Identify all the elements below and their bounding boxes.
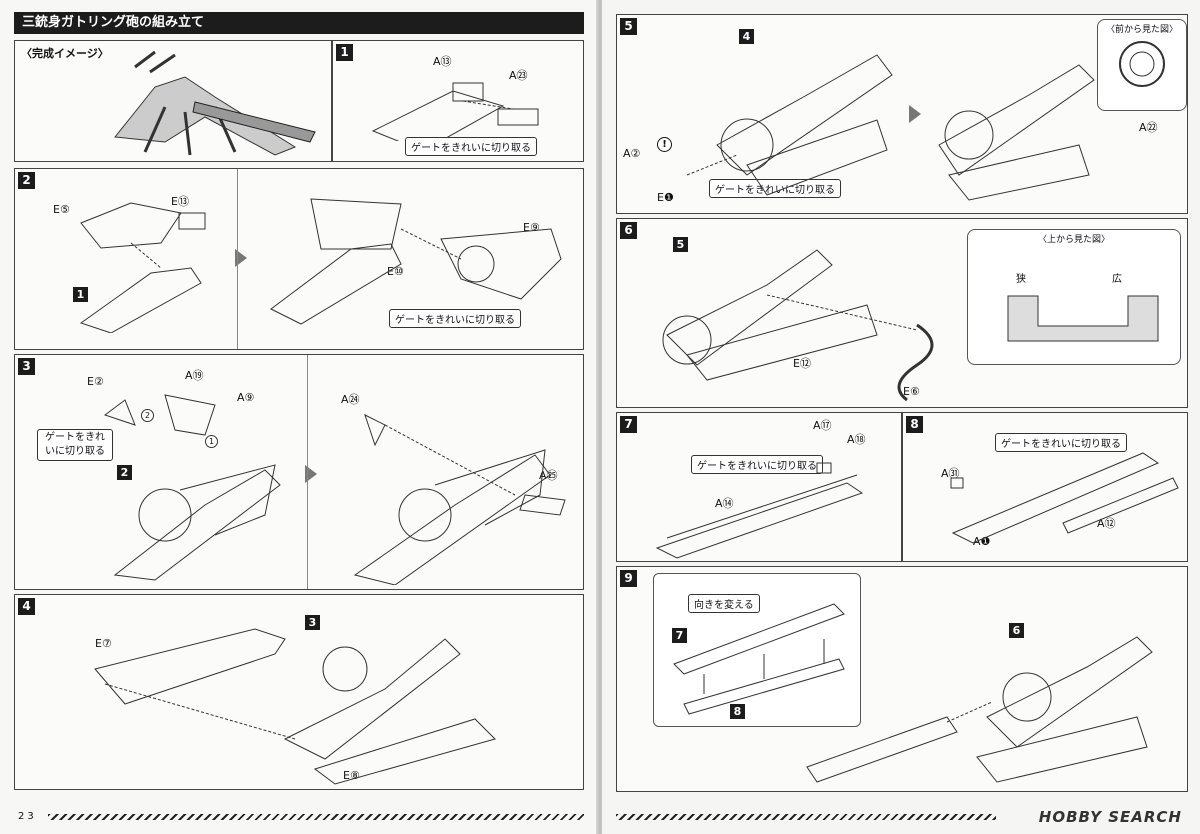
brand-watermark: HOBBY SEARCH: [1038, 808, 1182, 826]
sequence-mark-1: 2: [141, 409, 154, 422]
step-number: 4: [18, 598, 35, 615]
narrow-label: 狭: [1016, 274, 1026, 285]
left-page: 三銃身ガトリング砲の組み立て 〈完成イメージ〉 1 A⑬ A㉓ ゲートをきれいに…: [0, 0, 598, 834]
part-label-a9: A⑨: [237, 391, 255, 404]
part-label-e6: E⑥: [903, 385, 920, 398]
next-arrow: [235, 249, 247, 267]
step-number: 9: [620, 570, 637, 587]
right-page: 5 4 A② E❶ ! ゲートをきれいに切り取る 〈前から見た図〉 A㉒ 6: [602, 0, 1200, 834]
inset-title: 〈前から見た図〉: [1105, 25, 1178, 35]
part-label-e7: E⑦: [95, 637, 112, 650]
step-number: 5: [620, 18, 637, 35]
step-number: 7: [620, 416, 637, 433]
sequence-mark-2: 1: [205, 435, 218, 448]
part-label-a1: A❶: [973, 535, 991, 548]
step-7-illustration: [655, 462, 864, 559]
step-3b-illustration: [353, 414, 566, 585]
part-label-a2: A②: [623, 147, 641, 160]
next-arrow: [305, 465, 317, 483]
wide-label: 広: [1112, 274, 1122, 285]
part-label-e13: E⑬: [171, 195, 189, 208]
next-arrow: [909, 105, 921, 123]
cut-gate-note: ゲートをきれいに切り取る: [37, 429, 113, 461]
page-number: 23: [18, 811, 37, 822]
step-2b-illustration: [270, 198, 562, 325]
part-label-a13: A⑬: [433, 55, 452, 68]
sub-step-1: 1: [73, 287, 88, 302]
part-label-a23: A㉓: [509, 69, 528, 82]
step-5-panel: 5 4 A② E❶ ! ゲートをきれいに切り取る 〈前から見た図〉 A㉒: [616, 14, 1188, 214]
step-9-illustration: [806, 636, 1153, 783]
step-number: 8: [906, 416, 923, 433]
page-title: 三銃身ガトリング砲の組み立て: [14, 12, 584, 34]
sub-step-2: 2: [117, 465, 132, 480]
finished-image-panel: 〈完成イメージ〉: [14, 40, 332, 162]
sub-step-7: 7: [672, 628, 687, 643]
step-number: 6: [620, 222, 637, 239]
finished-image-label: 〈完成イメージ〉: [21, 47, 109, 60]
step-6-panel: 6 5 E⑫ E⑥ 〈上から見た図〉 狭 広: [616, 218, 1188, 408]
front-view-illustration: [1119, 41, 1165, 87]
warning-mark: !: [657, 137, 672, 152]
cut-gate-note: ゲートをきれいに切り取る: [691, 455, 823, 474]
panel-divider: [307, 355, 308, 589]
step-3a-illustration: [103, 394, 281, 581]
sub-step-6: 6: [1009, 623, 1024, 638]
part-label-e10: E⑩: [387, 265, 404, 278]
rail-assembly-illustration: [673, 603, 845, 715]
step-4-illustration: [94, 628, 496, 785]
part-label-a12: A⑫: [1097, 517, 1116, 530]
part-label-a14: A⑭: [715, 497, 734, 510]
part-label-e5: E⑤: [53, 203, 70, 216]
footer-hatch: [616, 814, 996, 820]
step-number: 1: [336, 44, 353, 61]
step-1-illustration: [371, 82, 539, 141]
panel-divider: [237, 169, 238, 349]
part-label-e2: E②: [87, 375, 104, 388]
step-8-panel: 8 ゲートをきれいに切り取る A㉛ A⑫ A❶: [902, 412, 1188, 562]
step-7-panel: 7 A⑰ A⑱ ゲートをきれいに切り取る A⑭: [616, 412, 902, 562]
part-label-a24: A㉔: [341, 393, 360, 406]
rail-assembly-inset: 向きを変える 7 8: [653, 573, 861, 727]
front-view-inset: 〈前から見た図〉: [1097, 19, 1187, 111]
step-8-illustration: [950, 452, 1179, 544]
part-label-e12: E⑫: [793, 357, 811, 370]
finished-image-illustration: [114, 50, 316, 156]
sub-step-8: 8: [730, 704, 745, 719]
cut-gate-note: ゲートをきれいに切り取る: [405, 137, 537, 156]
inset-title: 〈上から見た図〉: [1037, 235, 1110, 245]
step-2a-illustration: [79, 202, 206, 333]
top-view-illustration: [1007, 295, 1159, 342]
step-1-panel: 1 A⑬ A㉓ ゲートをきれいに切り取る: [332, 40, 584, 162]
sub-step-3: 3: [305, 615, 320, 630]
part-label-a31: A㉛: [941, 467, 960, 480]
cut-gate-note: ゲートをきれいに切り取る: [709, 179, 841, 198]
step-5a-illustration: [686, 54, 893, 196]
top-view-inset: 〈上から見た図〉 狭 広: [967, 229, 1181, 365]
cut-gate-note: ゲートをきれいに切り取る: [995, 433, 1127, 452]
page-gutter: [596, 0, 604, 834]
step-9-panel: 9 向きを変える 7 8 6: [616, 566, 1188, 792]
step-3-panel: 3 E② A⑲ A⑨ ゲートをきれいに切り取る 2 2 1 A㉔ A㉕: [14, 354, 584, 590]
change-direction-note: 向きを変える: [688, 594, 760, 613]
part-label-a18: A⑱: [847, 433, 866, 446]
footer-hatch: [48, 814, 584, 820]
sub-step-4: 4: [739, 29, 754, 44]
sub-step-5: 5: [673, 237, 688, 252]
step-number: 2: [18, 172, 35, 189]
step-5b-illustration: [938, 64, 1095, 201]
part-label-a17: A⑰: [813, 419, 832, 432]
part-label-a19: A⑲: [185, 369, 204, 382]
step-2-panel: 2 E⑤ E⑬ 1 E⑩ E⑨ ゲートをきれいに切り取る: [14, 168, 584, 350]
part-label-a25: A㉕: [539, 469, 558, 482]
part-label-e8: E⑧: [343, 769, 360, 782]
step-number: 3: [18, 358, 35, 375]
part-label-e1: E❶: [657, 191, 674, 204]
part-label-a22: A㉒: [1139, 121, 1158, 134]
cut-gate-note: ゲートをきれいに切り取る: [389, 309, 521, 328]
step-4-panel: 4 E⑦ 3 E⑧: [14, 594, 584, 790]
step-6-illustration: [662, 249, 934, 402]
